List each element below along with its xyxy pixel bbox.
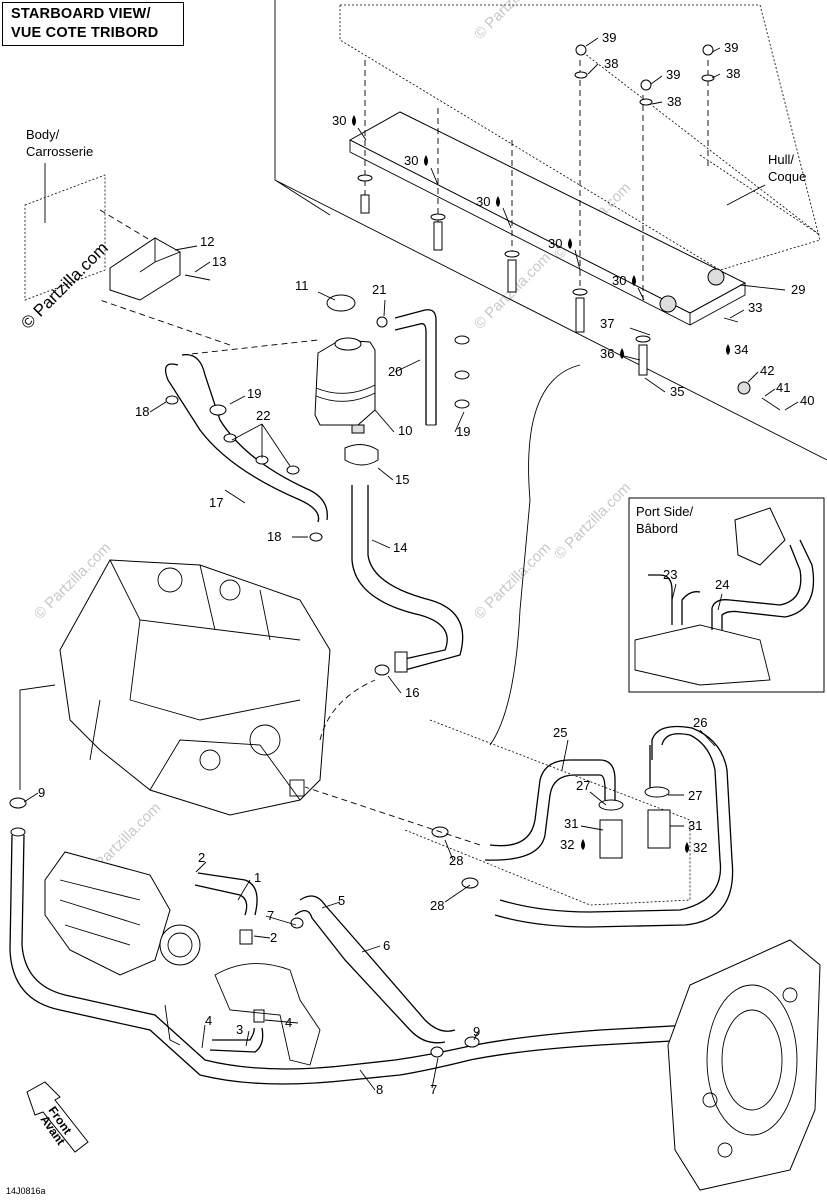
callout-10: 10 [398,423,412,438]
jet-pump-assembly [667,939,821,1191]
callout-30: 30 [404,153,418,168]
body-label: Body/ [26,127,60,142]
callout-19: 19 [247,386,261,401]
bolts-30 [357,44,781,411]
port-side-label: Port Side/ [636,504,693,519]
body-label-fr: Carrosserie [26,144,93,159]
view-title-line2: VUE COTE TRIBORD [11,25,159,41]
callout-7: 7 [267,908,274,923]
callout-39: 39 [724,40,738,55]
manifold-assembly [44,851,456,1066]
view-title-line1: STARBOARD VIEW/ [11,6,151,22]
callout-7: 7 [430,1082,437,1097]
port-side-label-fr: Bâbord [636,521,678,536]
callout-numbers: 1 2 2 3 4 4 5 6 7 7 8 9 9 10 11 12 13 14… [38,30,814,1097]
view-title-box: STARBOARD VIEW/ VUE COTE TRIBORD [2,2,184,46]
callout-16: 16 [405,685,419,700]
callout-22: 22 [256,408,270,423]
callout-28: 28 [430,898,444,913]
callout-9: 9 [38,785,45,800]
callout-2: 2 [198,850,205,865]
hull-mount-area [274,0,827,461]
body-bracket [24,174,211,301]
callout-8: 8 [376,1082,383,1097]
callout-14: 14 [393,540,407,555]
callout-29: 29 [791,282,805,297]
hoses-25-26 [404,719,734,928]
callout-32: 32 [693,840,707,855]
hose-8 [9,797,691,1085]
callout-6: 6 [383,938,390,953]
callout-40: 40 [800,393,814,408]
callout-30: 30 [548,236,562,251]
watermark-faint: © Partzilla.com [471,539,554,622]
callout-41: 41 [776,380,790,395]
callout-27: 27 [688,788,702,803]
callout-1: 1 [254,870,261,885]
callout-12: 12 [200,234,214,249]
callout-11: 11 [295,278,309,293]
engine-block [59,559,331,816]
watermark-faint: © Partzilla.com [551,479,634,562]
watermark-faint: © Partzilla.com [471,0,554,43]
callout-36: 36 [600,346,614,361]
hose-14 [351,485,464,676]
callout-30: 30 [612,273,626,288]
callout-26: 26 [693,715,707,730]
callout-3: 3 [236,1022,243,1037]
callout-38: 38 [604,56,618,71]
hull-label: Hull/ [768,152,794,167]
callout-15: 15 [395,472,409,487]
watermark-main: © Partzilla.com [17,238,111,332]
callout-30: 30 [476,194,490,209]
callout-38: 38 [667,94,681,109]
flow-lines [19,299,581,846]
callout-24: 24 [715,577,729,592]
callout-18: 18 [267,529,281,544]
port-side-inset [628,497,825,693]
hose-17 [164,339,328,542]
callout-23: 23 [663,567,677,582]
callout-18: 18 [135,404,149,419]
callout-31: 31 [564,816,578,831]
callout-34: 34 [734,342,748,357]
hose-20 [376,309,470,426]
drawing-code: 14J0816a [6,1186,46,1196]
callout-13: 13 [212,254,226,269]
callout-32: 32 [560,837,574,852]
callout-25: 25 [553,725,567,740]
callout-9: 9 [473,1024,480,1039]
callout-30: 30 [332,113,346,128]
callout-leaders [23,37,799,1091]
callout-28: 28 [449,853,463,868]
callout-39: 39 [666,67,680,82]
callout-38: 38 [726,66,740,81]
callout-42: 42 [760,363,774,378]
hull-label-fr: Coque [768,169,806,184]
callout-2: 2 [270,930,277,945]
coolant-reservoir [314,294,379,466]
callout-4: 4 [205,1013,212,1028]
callout-31: 31 [688,818,702,833]
callout-33: 33 [748,300,762,315]
callout-37: 37 [600,316,614,331]
callout-21: 21 [372,282,386,297]
callout-17: 17 [209,495,223,510]
callout-27: 27 [576,778,590,793]
callout-35: 35 [670,384,684,399]
front-arrow-icon [26,1081,89,1153]
sealant-drop-icons [352,115,730,853]
callout-39: 39 [602,30,616,45]
callout-5: 5 [338,893,345,908]
callout-19: 19 [456,424,470,439]
